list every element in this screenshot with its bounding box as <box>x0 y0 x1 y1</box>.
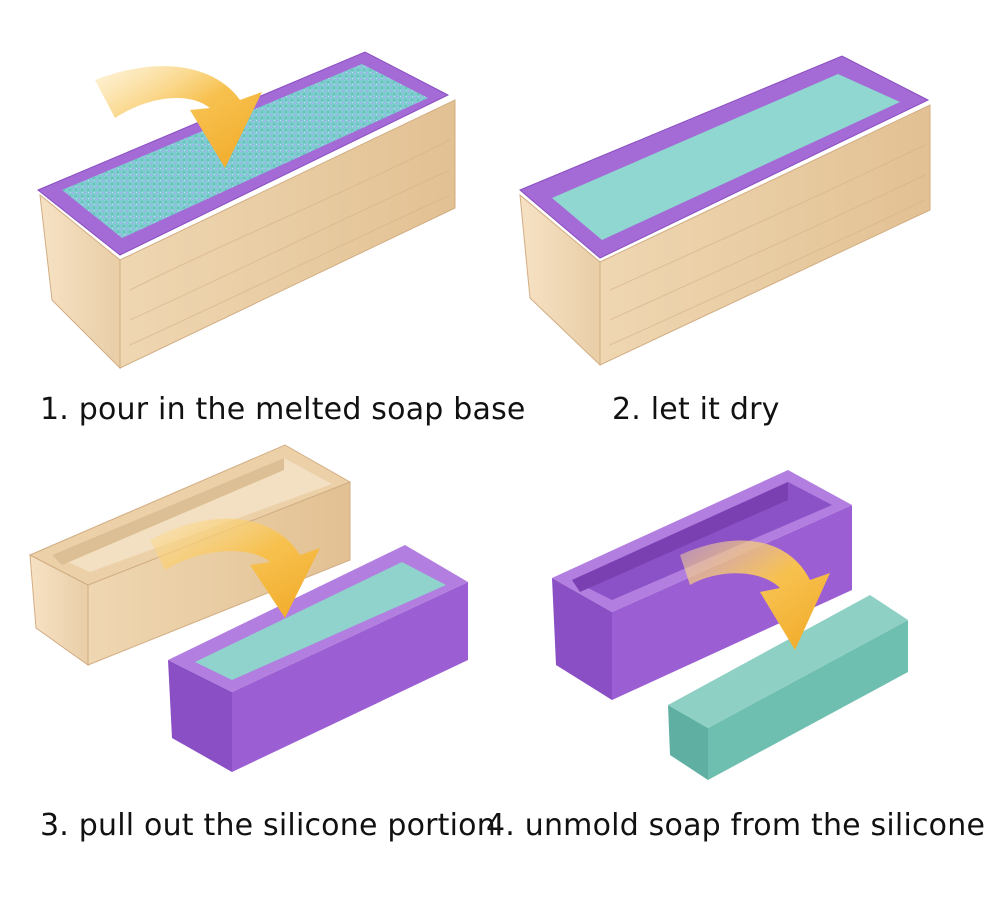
soap-surface <box>195 562 446 680</box>
silicone-mold-inside-wall <box>572 482 788 592</box>
step4-illustration <box>552 470 908 780</box>
soap-mold-steps-diagram <box>28 51 931 780</box>
step3-illustration <box>28 444 468 772</box>
step3-caption: 3. pull out the silicone portion <box>40 808 496 843</box>
step4-caption: 4. unmold soap from the silicone <box>486 808 985 843</box>
step2-caption: 2. let it dry <box>612 392 780 427</box>
silicone-mold-end <box>552 578 612 700</box>
wood-box-inside <box>52 458 332 572</box>
soap-bar-front <box>708 620 908 780</box>
wood-box-front <box>119 99 456 369</box>
silicone-mold-inside <box>572 482 832 600</box>
curved-arrow-icon <box>680 540 830 650</box>
wood-box-inside-wall <box>52 458 284 565</box>
soap-bar-top <box>668 595 908 728</box>
glitter-soap-surface <box>62 64 428 238</box>
silicone-mold-front <box>232 582 468 772</box>
curved-arrow-icon <box>95 66 262 168</box>
wood-box-front <box>599 104 931 366</box>
silicone-mold-end <box>168 660 232 772</box>
soap-surface <box>552 74 900 240</box>
step1-illustration <box>37 51 456 370</box>
soap-bar-end <box>668 705 708 780</box>
step2-illustration <box>519 55 931 367</box>
step1-caption: 1. pour in the melted soap base <box>40 392 526 427</box>
curved-arrow-icon <box>150 518 320 618</box>
silicone-mold-front <box>612 505 852 700</box>
